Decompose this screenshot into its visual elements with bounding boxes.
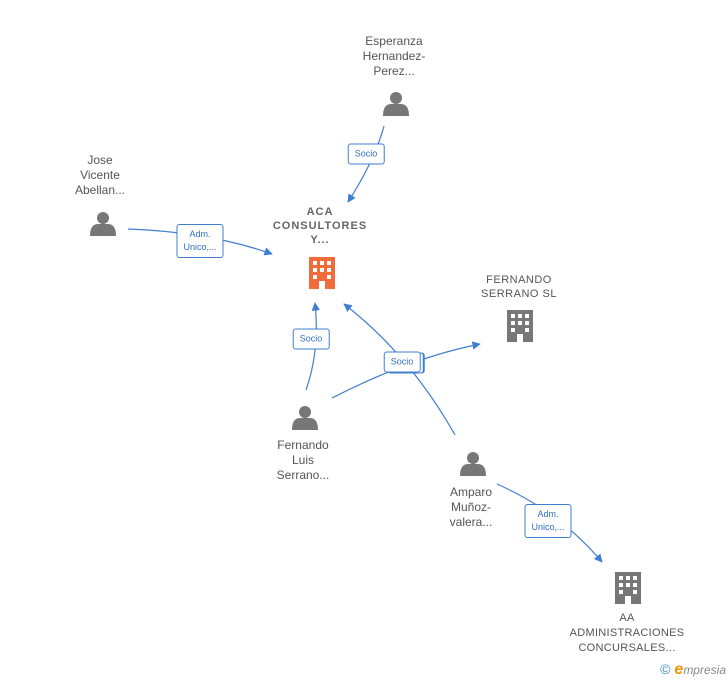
node-label-aca[interactable]: ACA CONSULTORES Y... [272,206,368,246]
node-label-amparo[interactable]: Amparo Muñoz- valera... [449,485,493,529]
node-label-esperanza[interactable]: Esperanza Hernandez- Perez... [362,34,426,78]
relation-label-fernando-aca[interactable]: Socio [292,328,330,350]
person-icon[interactable] [292,406,318,430]
copyright-icon: © [660,661,671,677]
node-label-fernando-luis[interactable]: Fernando Luis Serrano... [276,438,330,482]
person-icon[interactable] [460,452,486,476]
relation-label-esperanza-aca[interactable]: Socio [347,143,385,165]
person-icon[interactable] [383,92,409,116]
relation-label-fernando-sl[interactable]: Socio [383,351,421,373]
person-icon[interactable] [90,212,116,236]
node-label-fernando-serrano-sl[interactable]: FERNANDO SERRANO SL [481,274,557,300]
building-icon[interactable] [309,257,335,289]
relation-label-jose-aca[interactable]: Adm. Unico,... [176,224,224,258]
node-label-aa-administraciones[interactable]: AA ADMINISTRACIONES CONCURSALES... [569,612,685,654]
brand-text: mpresia [683,663,726,677]
building-icon[interactable] [507,310,533,342]
building-icon[interactable] [615,572,641,604]
brand-e: e [674,661,684,678]
node-label-jose[interactable]: Jose Vicente Abellan... [74,153,126,197]
relation-label-amparo-aa[interactable]: Adm. Unico,... [524,504,572,538]
empresia-logo: ©empresia [660,661,726,679]
